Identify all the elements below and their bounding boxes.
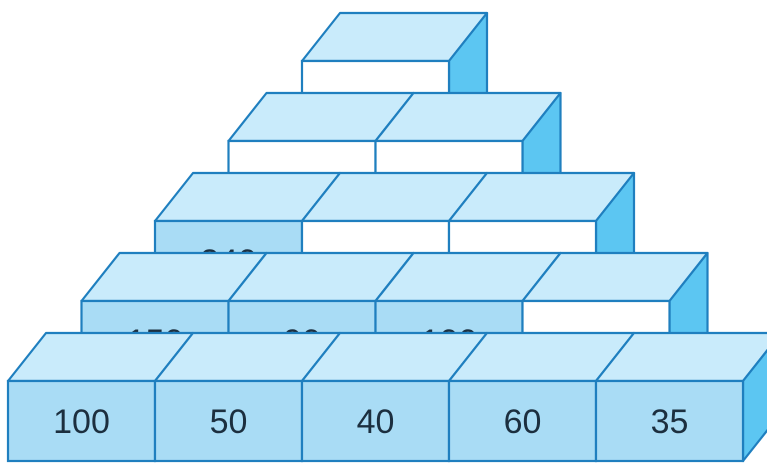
brick-value: 35 [651,403,689,441]
brick-r5-c5: 35 [596,333,767,461]
brick-value: 100 [53,403,110,441]
brick-value: 60 [504,403,542,441]
brick-value: 50 [210,403,248,441]
brick-value: 40 [357,403,395,441]
